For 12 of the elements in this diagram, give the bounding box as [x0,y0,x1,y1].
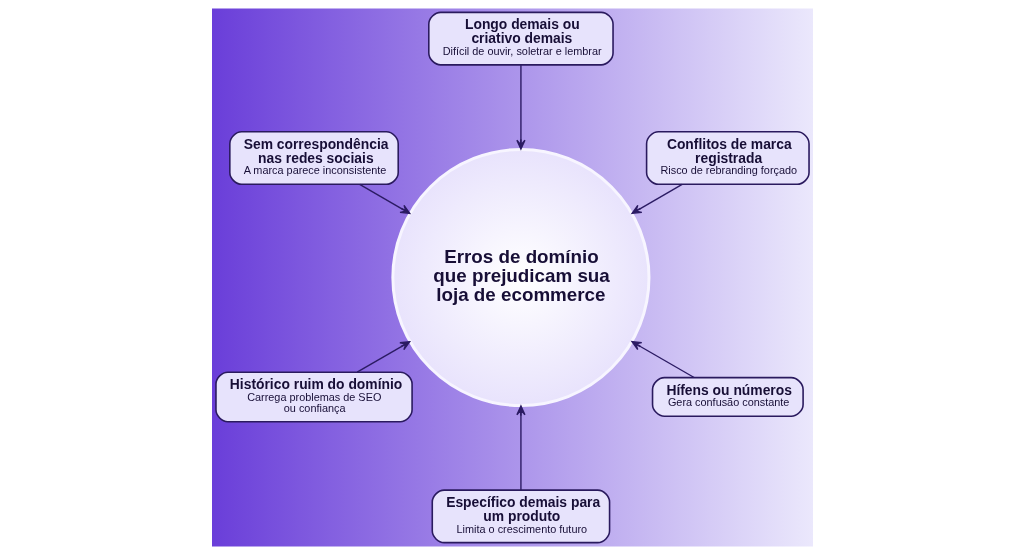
arrow [515,405,526,491]
arrow [355,341,410,373]
node-box: Longo demais ou criativo demais Difícil de ouvir, soletrar e lembrar [427,11,614,66]
arrow [515,64,526,150]
node-box: Sem correspondência nas redes sociais A marca parece inconsistente [228,131,399,186]
node-box: Específico demais para um produto Limita o crescimento futuro [431,489,610,544]
arrow [630,340,695,379]
node-box: Hífens ou números Gera confusão constante [651,376,804,418]
node-box: Conflitos de marca registrada Risco de rebranding forçado [645,131,810,186]
arrow [630,183,683,214]
node-box: Histórico ruim do domínio Carrega problemas de SEO ou confiança [214,371,413,423]
arrow [358,183,410,214]
